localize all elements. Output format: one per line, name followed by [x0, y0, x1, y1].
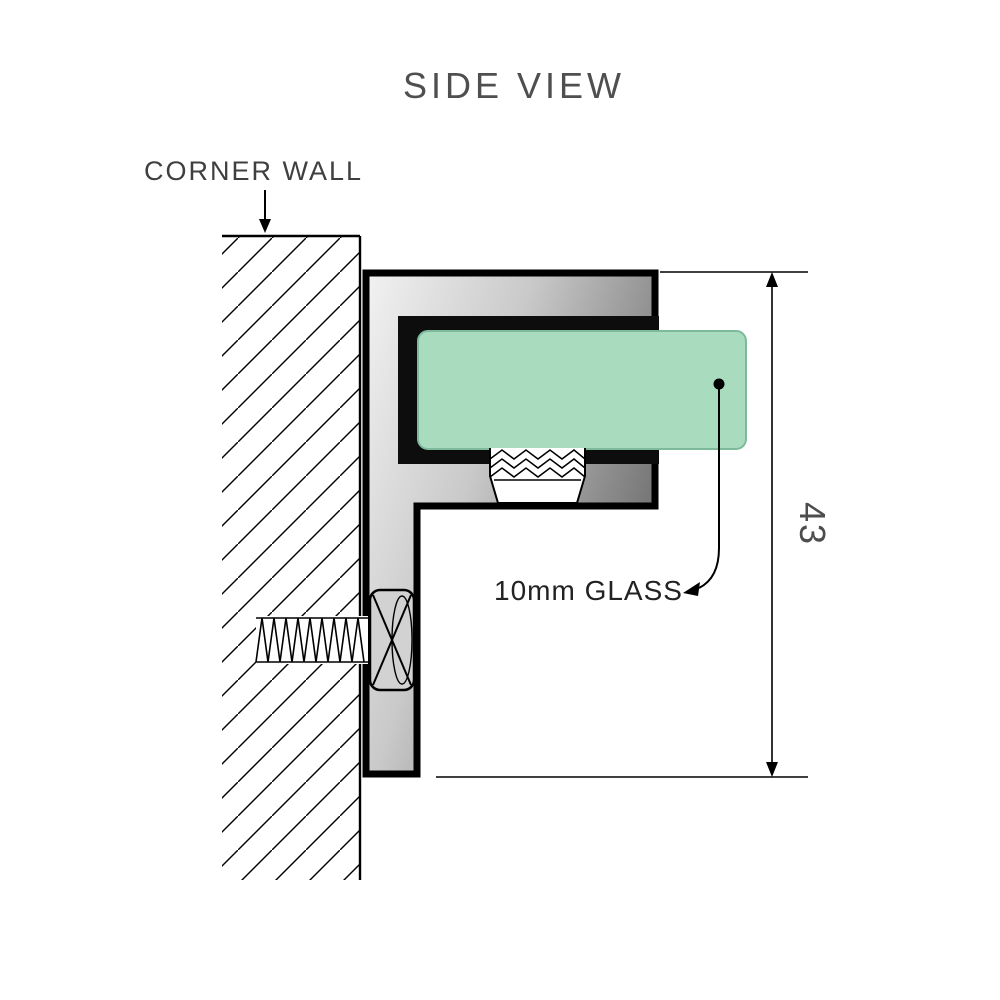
fixing-screw — [255, 588, 416, 692]
glass-panel — [417, 330, 747, 450]
grub-thread-line — [489, 449, 586, 460]
corner-wall-leader — [259, 190, 271, 233]
dimension-value: 43 — [792, 502, 833, 546]
left-arrow-icon — [683, 582, 700, 596]
grub-screw-outline — [489, 448, 586, 504]
dimension-43: 43 — [436, 271, 833, 778]
grub-screw-body — [490, 448, 585, 503]
screw-head-slot — [391, 595, 413, 685]
up-arrow-icon — [766, 272, 778, 287]
screw-thread-zigzag — [255, 617, 365, 663]
glass-callout: 10mm GLASS — [494, 378, 725, 606]
wall-hatching — [222, 236, 360, 880]
down-arrow-icon — [766, 762, 778, 777]
grub-thread-line — [489, 458, 586, 469]
corner-wall-label: CORNER WALL — [144, 156, 363, 186]
page-title: SIDE VIEW — [403, 65, 625, 106]
grub-screw — [489, 448, 586, 504]
glass-leader-line — [698, 384, 720, 589]
grub-thread-line — [489, 467, 586, 478]
glass-label: 10mm GLASS — [494, 575, 683, 606]
corner-wall-section — [222, 234, 362, 880]
down-arrow-icon — [259, 219, 271, 233]
